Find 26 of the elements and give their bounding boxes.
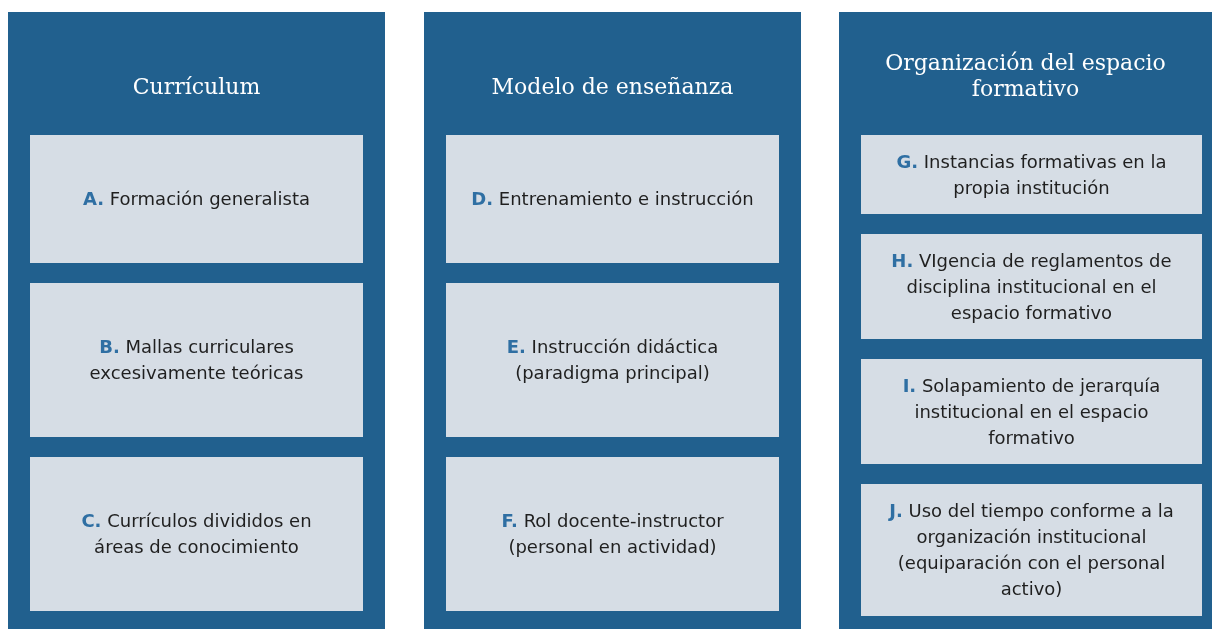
item-text: E. Instrucción didáctica (paradigma principal) (505, 335, 720, 385)
category-panel (424, 12, 801, 629)
category-panel (839, 12, 1212, 629)
item-card (446, 283, 779, 437)
item-text: B. Mallas curriculares excesivamente teóricas (88, 335, 305, 385)
item-card (861, 359, 1202, 464)
item-card (446, 457, 779, 611)
item-text: I. Solapamiento de jerarquía institucional en el espacio formativo (901, 373, 1162, 450)
item-text: H. VIgencia de reglamentos de disciplina institucional en el espacio formativo (890, 248, 1173, 325)
item-text: G. Instancias formativas en la propia institución (895, 149, 1168, 200)
item-card (861, 484, 1202, 616)
item-card (30, 283, 363, 437)
panel-heading: Modelo de enseñanza (490, 74, 735, 100)
panel-heading: Currículum (131, 74, 262, 100)
item-card (30, 135, 363, 263)
item-text: D. Entrenamiento e instrucción (470, 187, 755, 211)
item-card (30, 457, 363, 611)
panel-heading: Organización del espacio formativo (884, 50, 1167, 102)
item-card (861, 234, 1202, 339)
item-text: F. Rol docente-instructor (personal en actividad) (500, 509, 725, 559)
item-card (446, 135, 779, 263)
item-text: J. Uso del tiempo conforme a la organización institucional (equiparación con el personal activo) (887, 499, 1175, 601)
category-panel (8, 12, 385, 629)
item-card (861, 135, 1202, 214)
item-text: A. Formación generalista (81, 187, 312, 211)
item-text: C. Currículos divididos en áreas de conocimiento (80, 509, 313, 559)
